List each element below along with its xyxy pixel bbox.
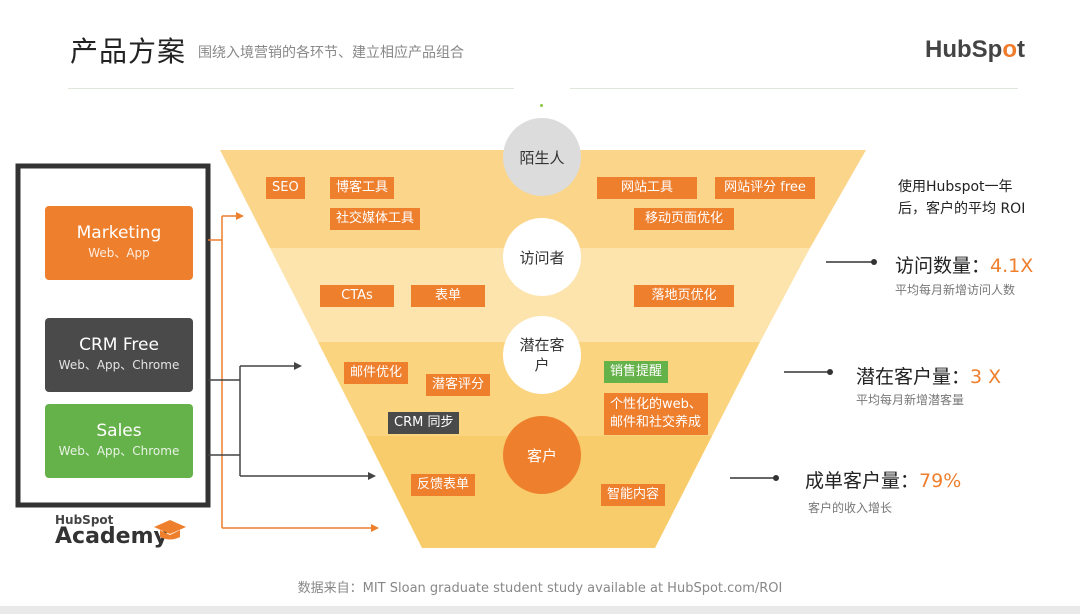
metric-customers-label: 成单客户量： <box>805 470 920 492</box>
metric-customers-caption: 客户的收入增长 <box>808 501 893 515</box>
arrow-head <box>371 524 379 532</box>
product-crm-free: CRM Free Web、App、Chrome <box>45 318 193 392</box>
tag-website-tools: 网站工具 <box>597 177 697 199</box>
tag-ctas: CTAs <box>320 285 394 307</box>
header-divider-left <box>68 88 514 89</box>
tag-sales-alerts: 销售提醒 <box>604 361 669 383</box>
tag-email-optimization: 邮件优化 <box>344 362 409 384</box>
product-crm-free-name: CRM Free <box>79 335 159 355</box>
tag-social-media-tools: 社交媒体工具 <box>330 208 421 230</box>
metric-dot <box>827 369 833 375</box>
logo-text-1: HubSp <box>925 36 1003 63</box>
roi-intro: 使用Hubspot一年 后，客户的平均 ROI <box>898 176 1025 220</box>
bottom-bar <box>0 606 1080 614</box>
stage-visitor: 访问者 <box>503 218 581 296</box>
tag-website-grader: 网站评分 free <box>715 177 815 199</box>
tag-smart-content: 智能内容 <box>601 484 666 506</box>
academy-logo-bottom: Academy <box>55 524 168 549</box>
arrow-head <box>368 472 376 480</box>
metric-visits-caption: 平均每月新增访问人数 <box>895 283 1016 297</box>
tag-personalized-line-2: 邮件和社交养成 <box>610 415 702 430</box>
tag-personalized-line-1: 个性化的web、 <box>610 397 702 412</box>
page-title: 产品方案 <box>70 35 187 68</box>
metric-leads-label: 潜在客户量： <box>856 366 971 388</box>
metric-customers: 成单客户量：79% <box>805 466 961 493</box>
stage-customer: 客户 <box>503 416 581 494</box>
arrow-head <box>236 212 244 220</box>
product-sales: Sales Web、App、Chrome <box>45 404 193 478</box>
tag-mobile-optimization: 移动页面优化 <box>634 208 734 230</box>
metric-lines <box>730 261 872 479</box>
tag-feedback-forms: 反馈表单 <box>411 474 476 496</box>
tag-forms: 表单 <box>411 285 485 307</box>
stage-stranger: 陌生人 <box>503 118 581 196</box>
academy-logo-top: HubSpot <box>55 513 114 527</box>
header-divider-right <box>570 88 1018 89</box>
logo-sprocket-o: o <box>1002 36 1017 63</box>
metric-dot <box>871 259 877 265</box>
metric-visits: 访问数量：4.1X <box>895 251 1033 278</box>
divider-dot <box>540 104 543 107</box>
page-subtitle: 围绕入境营销的各环节、建立相应产品组合 <box>198 45 464 61</box>
roi-intro-line-1: 使用Hubspot一年 <box>898 179 1013 195</box>
roi-intro-line-2: 后，客户的平均 ROI <box>898 201 1026 217</box>
metric-leads-value: 3 X <box>970 366 1002 388</box>
product-group-frame <box>15 163 211 508</box>
tag-landing-page-optimization: 落地页优化 <box>634 285 734 307</box>
metric-visits-value: 4.1X <box>990 255 1034 277</box>
product-marketing: Marketing Web、App <box>45 206 193 280</box>
tag-blog-tools: 博客工具 <box>330 177 395 199</box>
metric-customers-value: 79% <box>919 470 962 492</box>
logo-text-3: t <box>1017 36 1025 63</box>
tag-seo: SEO <box>266 177 305 199</box>
product-sales-platforms: Web、App、Chrome <box>58 444 180 458</box>
metric-leads-caption: 平均每月新增潜客量 <box>856 393 965 407</box>
stage-lead: 潜在客户 <box>503 316 581 394</box>
metric-dot <box>773 475 779 481</box>
tag-personalized-nurturing: 个性化的web、 邮件和社交养成 <box>604 393 708 435</box>
metric-visits-label: 访问数量： <box>895 255 991 277</box>
arrow-head <box>294 362 302 370</box>
source-footnote: 数据来自：MIT Sloan graduate student study av… <box>297 581 783 596</box>
product-marketing-name: Marketing <box>76 223 162 243</box>
metric-leads: 潜在客户量：3 X <box>856 362 1001 389</box>
crm-sales-connector <box>208 365 372 477</box>
product-sales-name: Sales <box>96 421 142 441</box>
hubspot-logo: HubSpot <box>925 36 1025 64</box>
product-marketing-platforms: Web、App <box>88 246 150 260</box>
tag-crm-sync: CRM 同步 <box>388 412 460 434</box>
graduation-cap-icon <box>154 520 186 540</box>
product-crm-free-platforms: Web、App、Chrome <box>58 358 180 372</box>
tag-lead-scoring: 潜客评分 <box>426 374 491 396</box>
